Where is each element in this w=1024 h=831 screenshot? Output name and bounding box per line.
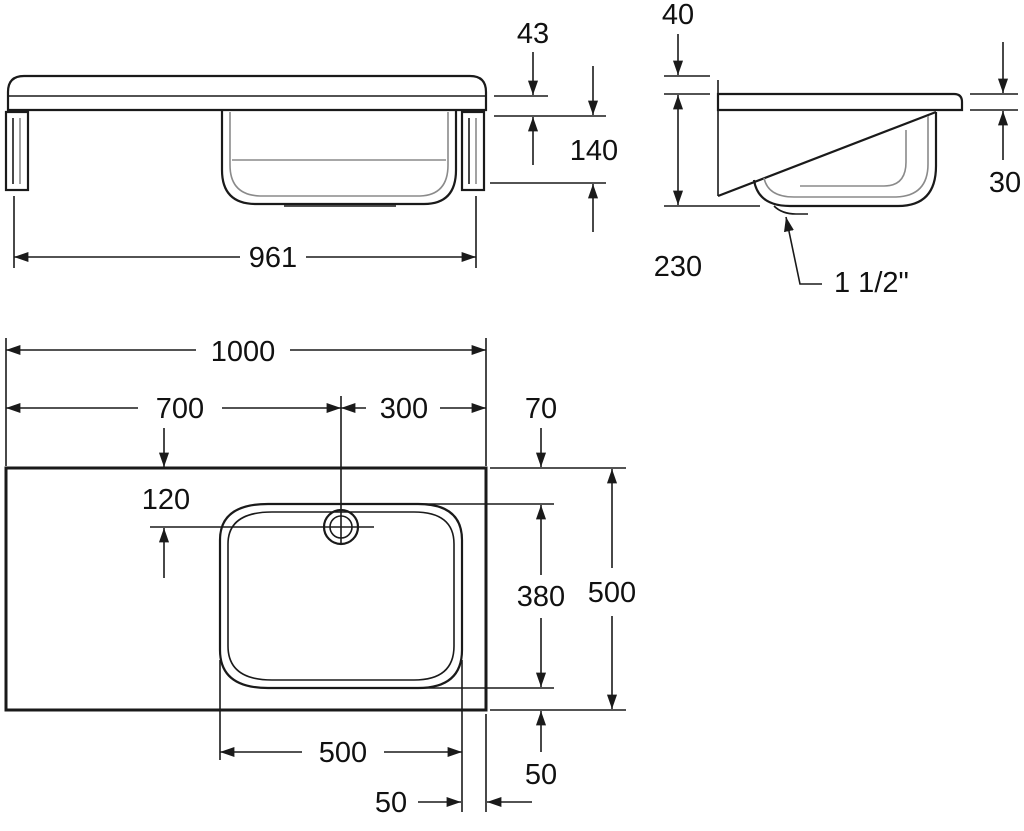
plan-view: 1000 700 300 120 70 380 50 500 xyxy=(4,336,636,819)
side-elevation-view: 40 230 30 1 1/2" xyxy=(654,0,1021,299)
dim-40-label: 40 xyxy=(662,0,694,31)
dim-50-right-label: 50 xyxy=(375,787,407,819)
dim-140-label: 140 xyxy=(570,135,618,167)
dim-380-label: 380 xyxy=(517,581,565,613)
dim-70-label: 70 xyxy=(525,393,557,425)
dim-120-label: 120 xyxy=(142,484,190,516)
dim-50-bottom-label: 50 xyxy=(525,759,557,791)
dim-230-label: 230 xyxy=(654,251,702,283)
dim-1000-label: 1000 xyxy=(211,336,276,368)
dim-500-depth-label: 500 xyxy=(588,577,636,609)
dim-700-label: 700 xyxy=(156,393,204,425)
dim-300-label: 300 xyxy=(380,393,428,425)
dim-43-label: 43 xyxy=(517,18,549,50)
dim-30-label: 30 xyxy=(989,167,1021,199)
dim-961-label: 961 xyxy=(249,242,297,274)
drain-size-label: 1 1/2" xyxy=(834,267,909,299)
front-elevation-view: 961 43 140 xyxy=(4,18,618,274)
dim-500-bowl-label: 500 xyxy=(319,737,367,769)
